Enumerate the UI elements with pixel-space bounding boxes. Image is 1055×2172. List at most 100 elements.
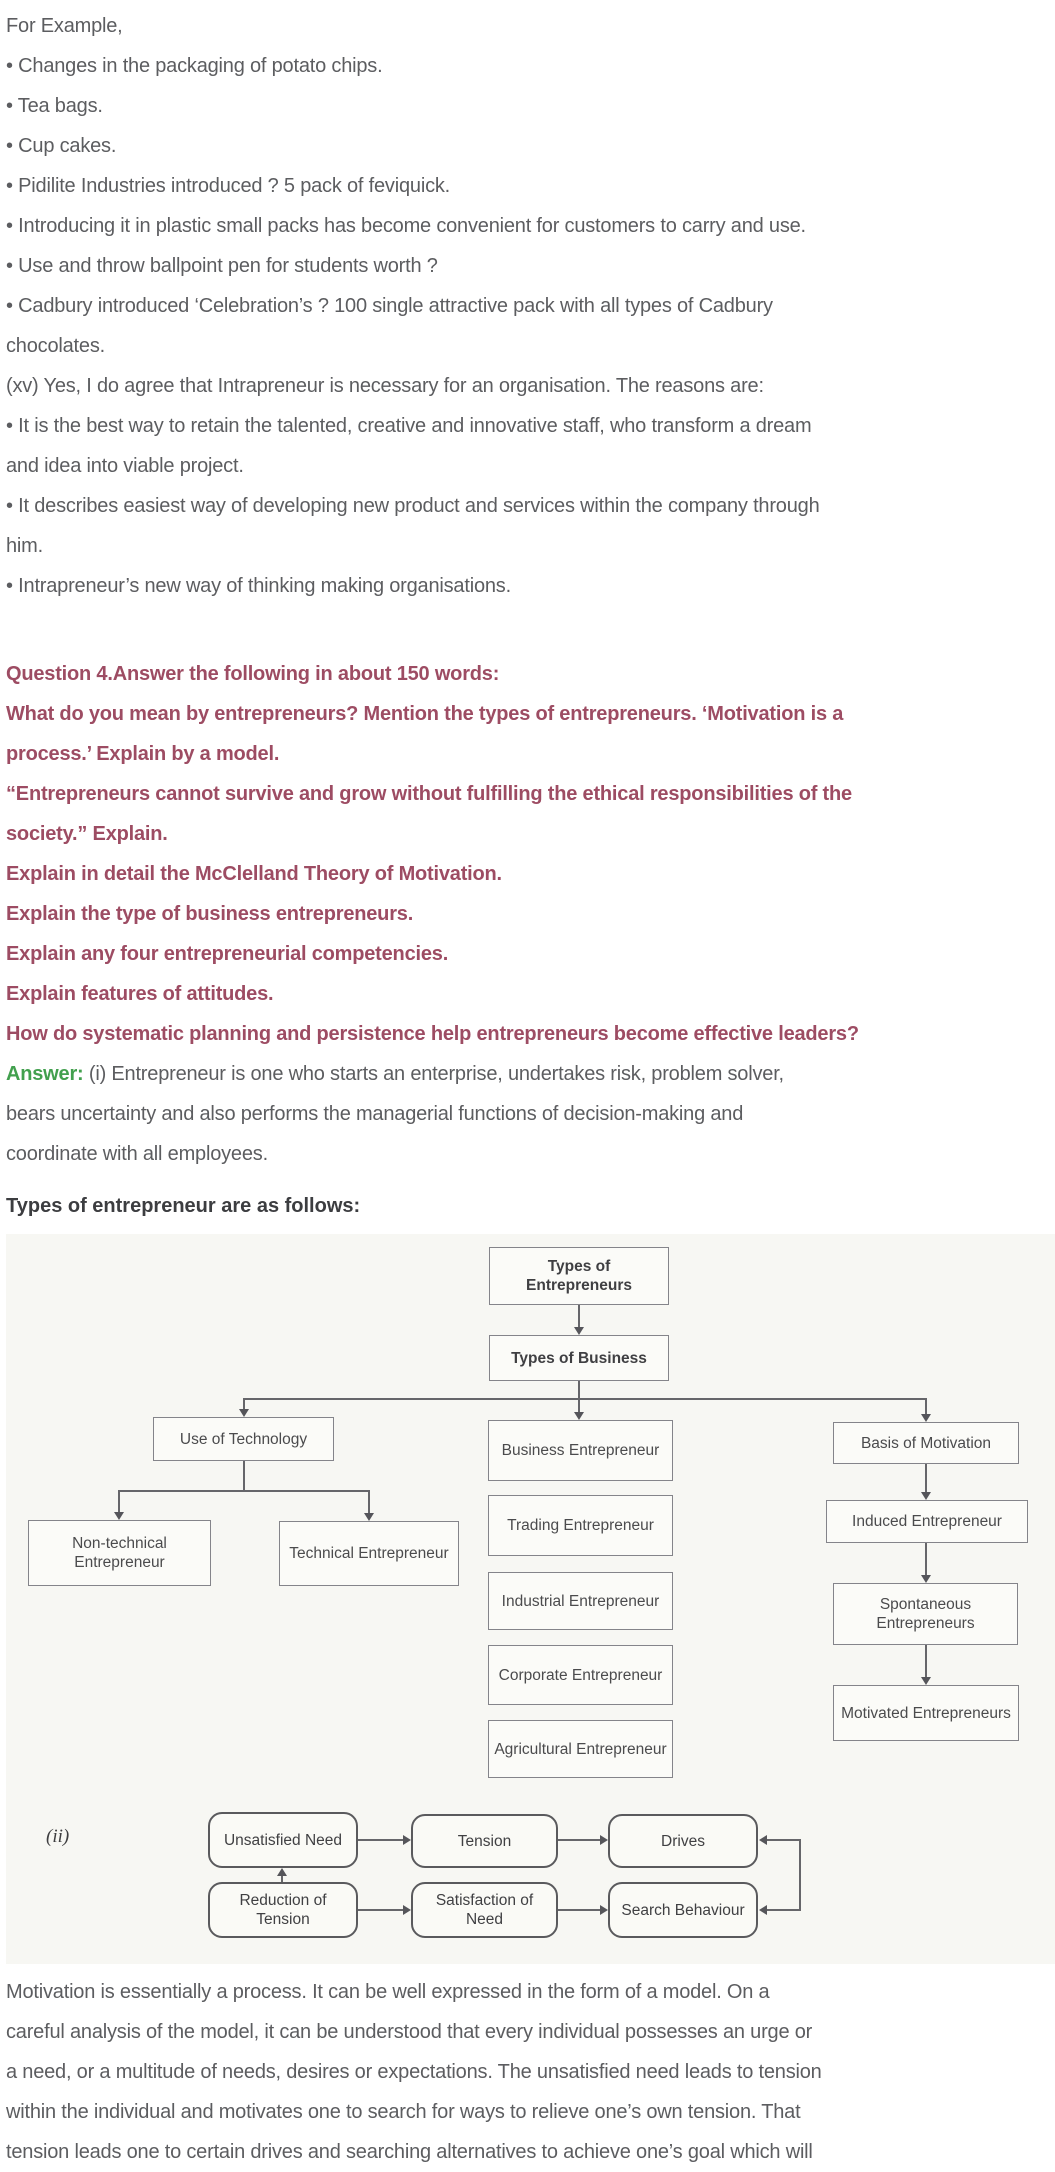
- text-line: • Use and throw ballpoint pen for studen…: [6, 255, 438, 277]
- connector-line: [799, 1839, 801, 1911]
- flowchart-node-motivated-entrepreneurs: Motivated Entrepreneurs: [833, 1685, 1019, 1741]
- text-line: a need, or a multitude of needs, desires…: [6, 2061, 822, 2083]
- connector-line: [925, 1645, 927, 1677]
- text-line: Explain any four entrepreneurial compete…: [6, 943, 449, 965]
- flowchart-node-types-of-entrepreneurs: Types of Entrepreneurs: [489, 1247, 669, 1305]
- intro-paragraph: For Example, • Changes in the packaging o…: [6, 6, 1055, 606]
- motivation-node-reduction-of-tension: Reduction of Tension: [208, 1882, 358, 1938]
- connector-line: [578, 1305, 580, 1329]
- text-line: What do you mean by entrepreneurs? Menti…: [6, 703, 844, 725]
- answer-label: Answer:: [6, 1063, 84, 1085]
- text-line: • Changes in the packaging of potato chi…: [6, 55, 383, 77]
- connector-line: [368, 1490, 370, 1513]
- connector-line: [358, 1909, 403, 1911]
- arrowhead-right-icon: [600, 1835, 608, 1845]
- text-line: (xv) Yes, I do agree that Intrapreneur i…: [6, 375, 764, 397]
- answer-continuation: bears uncertainty and also performs the …: [6, 1094, 1055, 1174]
- flowchart-node-business-entrepreneur: Business Entrepreneur: [488, 1420, 673, 1481]
- flowchart-node-spontaneous-entrepreneurs: Spontaneous Entrepreneurs: [833, 1583, 1018, 1645]
- text-line: Explain in detail the McClelland Theory …: [6, 863, 502, 885]
- text-line: Explain features of attitudes.: [6, 983, 274, 1005]
- arrowhead-down-icon: [921, 1677, 931, 1685]
- text-line: within the individual and motivates one …: [6, 2101, 801, 2123]
- text-line: “Entrepreneurs cannot survive and grow w…: [6, 783, 852, 805]
- connector-line: [578, 1398, 580, 1412]
- connector-line: [925, 1398, 927, 1414]
- connector-line: [281, 1876, 283, 1882]
- text-line: • It describes easiest way of developing…: [6, 495, 820, 517]
- connector-line: [767, 1839, 800, 1841]
- connector-line: [767, 1909, 800, 1911]
- answer-first-line-text: (i) Entrepreneur is one who starts an en…: [83, 1063, 784, 1085]
- answer-first-line: Answer: (i) Entrepreneur is one who star…: [6, 1054, 1055, 1094]
- text-line: • Cup cakes.: [6, 135, 117, 157]
- flowchart-node-use-of-technology: Use of Technology: [153, 1417, 334, 1461]
- flowchart-node-industrial-entrepreneur: Industrial Entrepreneur: [488, 1572, 673, 1630]
- connector-line: [558, 1839, 600, 1841]
- arrowhead-left-icon: [759, 1905, 767, 1915]
- flowchart-node-basis-of-motivation: Basis of Motivation: [833, 1422, 1019, 1464]
- text-line: • Introducing it in plastic small packs …: [6, 215, 806, 237]
- connector-line: [578, 1381, 580, 1398]
- text-line: tension leads one to certain drives and …: [6, 2141, 813, 2163]
- arrowhead-down-icon: [114, 1512, 124, 1520]
- arrowhead-down-icon: [921, 1414, 931, 1422]
- connector-line: [243, 1398, 245, 1410]
- text-line: For Example,: [6, 15, 123, 37]
- text-line: bears uncertainty and also performs the …: [6, 1103, 744, 1125]
- text-line: society.” Explain.: [6, 823, 168, 845]
- text-line: process.’ Explain by a model.: [6, 743, 280, 765]
- answer-block: Answer: (i) Entrepreneur is one who star…: [6, 1054, 1055, 1226]
- motivation-node-unsatisfied-need: Unsatisfied Need: [208, 1812, 358, 1868]
- text-line: • Pidilite Industries introduced ? 5 pac…: [6, 175, 451, 197]
- motivation-node-tension: Tension: [411, 1814, 558, 1868]
- text-line: • Cadbury introduced ‘Celebration’s ? 10…: [6, 295, 773, 317]
- arrowhead-right-icon: [600, 1905, 608, 1915]
- arrowhead-down-icon: [921, 1492, 931, 1500]
- text-line: chocolates.: [6, 335, 105, 357]
- flowchart-node-induced-entrepreneur: Induced Entrepreneur: [826, 1500, 1028, 1543]
- connector-line: [244, 1398, 927, 1400]
- text-line: and idea into viable project.: [6, 455, 244, 477]
- connector-line: [558, 1909, 600, 1911]
- motivation-node-drives: Drives: [608, 1814, 758, 1868]
- question-block: Question 4.Answer the following in about…: [6, 654, 1055, 1054]
- connector-line: [358, 1839, 403, 1841]
- text-line: coordinate with all employees.: [6, 1143, 268, 1165]
- text-line: Explain the type of business entrepreneu…: [6, 903, 414, 925]
- text-line: careful analysis of the model, it can be…: [6, 2021, 813, 2043]
- scanned-diagram-image: Types of Entrepreneurs Types of Business…: [6, 1234, 1055, 1964]
- diagram2-roman-label: (ii): [46, 1826, 70, 1847]
- text-line: • Tea bags.: [6, 95, 103, 117]
- arrowhead-right-icon: [403, 1905, 411, 1915]
- flowchart-node-corporate-entrepreneur: Corporate Entrepreneur: [488, 1645, 673, 1705]
- connector-line: [119, 1490, 370, 1492]
- flowchart-node-trading-entrepreneur: Trading Entrepreneur: [488, 1495, 673, 1556]
- connector-line: [925, 1543, 927, 1575]
- arrowhead-down-icon: [239, 1409, 249, 1417]
- text-line: him.: [6, 535, 43, 557]
- flowchart-node-agricultural-entrepreneur: Agricultural Entrepreneur: [488, 1720, 673, 1778]
- text-line: Motivation is essentially a process. It …: [6, 1981, 770, 2003]
- connector-line: [118, 1490, 120, 1512]
- motivation-node-search-behaviour: Search Behaviour: [608, 1882, 758, 1938]
- arrowhead-down-icon: [574, 1327, 584, 1335]
- arrowhead-left-icon: [759, 1835, 767, 1845]
- arrowhead-down-icon: [574, 1412, 584, 1420]
- closing-paragraph: Motivation is essentially a process. It …: [6, 1972, 1055, 2172]
- text-line: • It is the best way to retain the talen…: [6, 415, 812, 437]
- connector-line: [243, 1461, 245, 1490]
- types-heading: Types of entrepreneur are as follows:: [6, 1195, 361, 1217]
- text-line: How do systematic planning and persisten…: [6, 1023, 859, 1045]
- motivation-node-satisfaction-of-need: Satisfaction of Need: [411, 1882, 558, 1938]
- connector-line: [925, 1464, 927, 1492]
- flowchart-node-non-technical-entrepreneur: Non-technical Entrepreneur: [28, 1520, 211, 1586]
- arrowhead-right-icon: [403, 1835, 411, 1845]
- arrowhead-down-icon: [921, 1575, 931, 1583]
- text-line: Question 4.Answer the following in about…: [6, 663, 500, 685]
- arrowhead-down-icon: [364, 1513, 374, 1521]
- text-line: • Intrapreneur’s new way of thinking mak…: [6, 575, 511, 597]
- flowchart-node-technical-entrepreneur: Technical Entrepreneur: [279, 1521, 459, 1586]
- flowchart-node-types-of-business: Types of Business: [489, 1335, 669, 1381]
